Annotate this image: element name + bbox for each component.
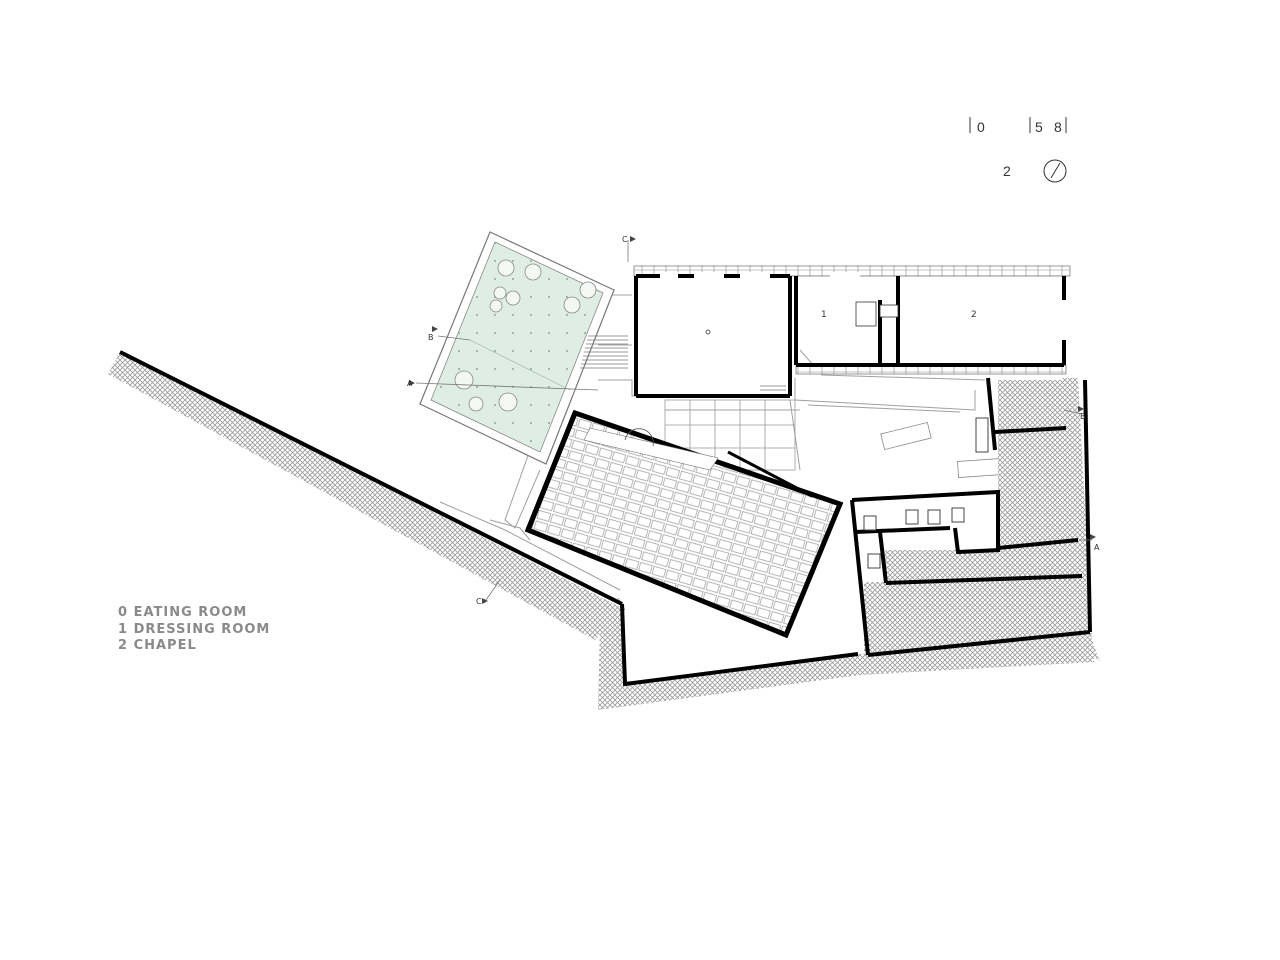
pergola-grid [664,399,796,471]
earth-band-south [598,612,1094,710]
legend-item-chapel: 2 CHAPEL [118,638,197,653]
scale-tick-5: 5 [1035,119,1043,135]
legend-item-eating-room: 0 EATING ROOM [118,605,247,620]
section-label-b-east: B [1080,412,1086,421]
section-label-b: B [428,333,434,342]
legend: 0 EATING ROOM 1 DRESSING ROOM 2 CHAPEL [118,605,270,653]
section-markers: A B C C B A [407,235,1100,606]
garden-courtyard [419,231,615,465]
site-wall [119,350,859,687]
room-number-dressing: 1 [821,310,827,320]
plant-icon [454,259,597,412]
stairs [580,335,786,391]
scale-tick-0: 0 [977,119,985,135]
upper-building [580,265,1071,398]
north-label: 2 [1003,163,1011,179]
scale-tick-8: 8 [1054,119,1062,135]
section-label-a: A [407,379,413,388]
section-label-c-lower: C [476,597,482,606]
legend-item-dressing-room: 1 DRESSING ROOM [118,622,270,637]
auditorium [524,409,844,639]
north-arrow-icon [1043,159,1067,183]
room-number-chapel: 2 [971,310,977,320]
section-label-c: C [622,235,628,244]
table [880,421,932,451]
lower-block [850,377,1092,657]
section-label-a-east: A [1094,543,1100,552]
scale-bar: 0 5 8 [969,117,1067,135]
bench [957,458,1003,478]
earth-band-southwest [108,352,622,640]
north-arrow: 2 [1003,159,1067,183]
